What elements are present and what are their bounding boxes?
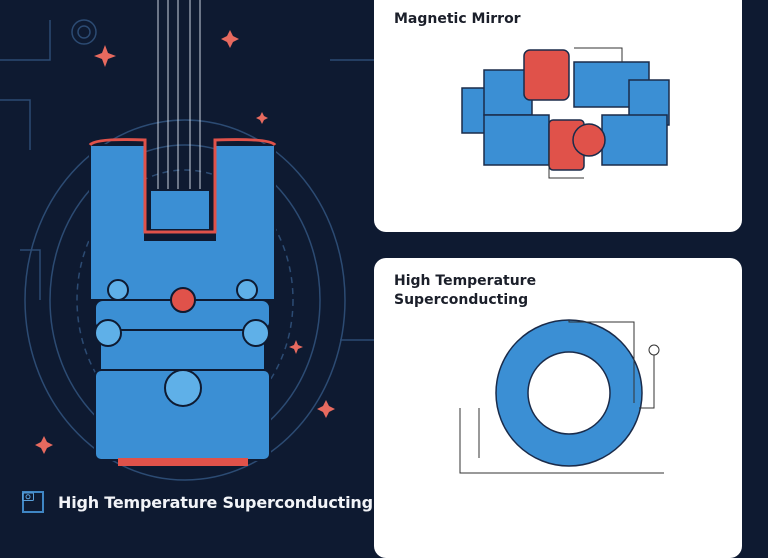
- hts-card[interactable]: High Temperature Superconducting: [374, 258, 742, 558]
- camera-icon: [22, 491, 44, 513]
- hero-caption: High Temperature Superconducting: [22, 491, 373, 513]
- magnetic-mirror-illustration: [461, 47, 670, 179]
- hero-caption-text: High Temperature Superconducting: [58, 492, 373, 512]
- card-title: Magnetic Mirror: [394, 11, 521, 27]
- hts-ring-illustration: [459, 319, 664, 474]
- card-title: High Temperature Superconducting: [394, 273, 537, 308]
- superconducting-magnet-illustration: [0, 0, 374, 481]
- hero-illustration-panel: High Temperature Superconducting: [0, 0, 374, 538]
- magnetic-mirror-card[interactable]: Magnetic Mirror: [374, 0, 742, 232]
